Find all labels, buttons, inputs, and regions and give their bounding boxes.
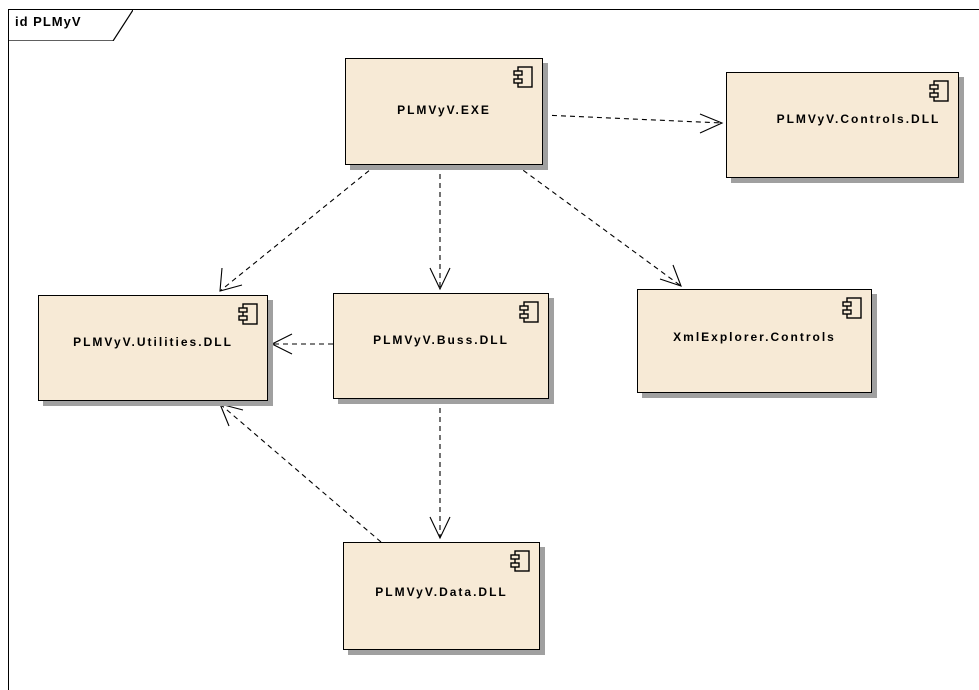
arrowhead-xml (659, 264, 682, 287)
dependency-edges (219, 113, 724, 543)
arrowhead-buss (429, 267, 451, 291)
component-body (637, 289, 872, 393)
diagram-frame (8, 9, 979, 690)
component-body (333, 293, 549, 399)
uml-component-icon (510, 550, 530, 572)
arrowhead-data (429, 516, 451, 540)
component-plmvyv-utilities-dll[interactable]: PLMVyV.Utilities.DLL (38, 295, 273, 406)
uml-component-icon (842, 297, 862, 319)
uml-component-icon (238, 303, 258, 325)
dependency-exe-to-controls (542, 114, 723, 124)
component-label: PLMVyV.Utilities.DLL (73, 334, 233, 349)
component-plmvyv-data-dll[interactable]: PLMVyV.Data.DLL (343, 542, 545, 655)
arrowhead-controls (699, 113, 724, 134)
component-plmvyv-controls-dll[interactable]: PLMVyV.Controls.DLL (726, 72, 964, 183)
component-label: PLMVyV.Data.DLL (375, 584, 508, 599)
frame-tab (8, 9, 133, 41)
frame-title: id PLMyV (15, 14, 82, 29)
arrowhead-utilities-from-exe (219, 267, 243, 292)
uml-component-icon (929, 80, 949, 102)
component-plmvyv-buss-dll[interactable]: PLMVyV.Buss.DLL (333, 293, 554, 404)
component-label: XmlExplorer.Controls (673, 329, 836, 344)
component-body (345, 58, 543, 165)
component-plmvyv-exe[interactable]: PLMVyV.EXE (345, 58, 548, 170)
uml-component-icon (513, 66, 533, 88)
dependency-exe-to-utilities (219, 164, 377, 292)
component-body (726, 72, 959, 178)
component-label: PLMVyV.Buss.DLL (373, 332, 509, 347)
component-xmlexplorer-controls[interactable]: XmlExplorer.Controls (637, 289, 877, 398)
uml-component-icon (519, 301, 539, 323)
component-label: PLMVyV.Controls.DLL (776, 111, 941, 126)
dependency-data-to-utilities (219, 403, 382, 543)
diagram-canvas: id PLMyV PLMV (8, 9, 979, 690)
dependency-exe-to-xml (515, 164, 682, 287)
component-body (343, 542, 540, 650)
component-body (38, 295, 268, 401)
component-label: PLMVyV.EXE (397, 103, 491, 118)
